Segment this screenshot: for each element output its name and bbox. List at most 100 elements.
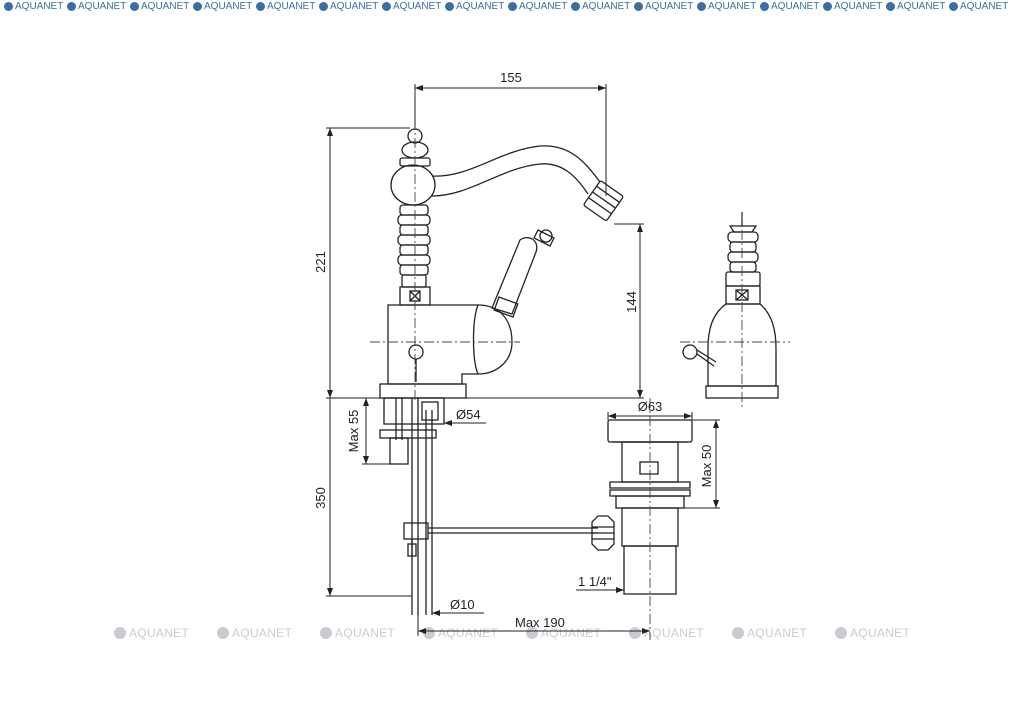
watermark-text: AQUANET — [438, 626, 499, 640]
watermark-top-item: AQUANET — [760, 1, 819, 12]
dim-max50-label: Max 50 — [699, 445, 714, 488]
watermark-text: AQUANET — [771, 1, 820, 12]
dim-d54-label: Ø54 — [456, 407, 481, 422]
watermark-bottom-item: AQUANET — [629, 626, 704, 640]
watermark-text: AQUANET — [960, 1, 1009, 12]
dim-144-label: 144 — [624, 291, 639, 313]
watermark-text: AQUANET — [141, 1, 190, 12]
front-lever-ball — [682, 344, 698, 360]
faucet-front-view — [682, 212, 779, 399]
aquanet-logo-icon — [634, 2, 643, 11]
faucet-side-view — [379, 128, 624, 399]
watermark-top-item: AQUANET — [445, 1, 504, 12]
lock-nut — [389, 437, 409, 465]
aquanet-logo-icon — [835, 627, 847, 639]
watermark-top-item: AQUANET — [256, 1, 315, 12]
center-lines — [370, 120, 790, 640]
lever-handle — [491, 237, 538, 315]
washer — [379, 429, 437, 439]
dim-221-label: 221 — [313, 251, 328, 273]
watermark-text: AQUANET — [335, 626, 396, 640]
watermark-top-item: AQUANET — [634, 1, 693, 12]
aquanet-logo-icon — [508, 2, 517, 11]
pop-up-knob — [408, 344, 424, 360]
watermark-text: AQUANET — [129, 626, 190, 640]
watermark-top-item: AQUANET — [886, 1, 945, 12]
faucet-body — [387, 304, 513, 385]
aquanet-logo-icon — [382, 2, 391, 11]
watermark-bottom-item: AQUANET — [114, 626, 189, 640]
watermark-top-item: AQUANET — [697, 1, 756, 12]
aquanet-logo-icon — [193, 2, 202, 11]
dim-350-label: 350 — [313, 487, 328, 509]
aquanet-logo-icon — [320, 627, 332, 639]
watermark-top-item: AQUANET — [382, 1, 441, 12]
aquanet-logo-icon — [67, 2, 76, 11]
watermark-text: AQUANET — [708, 1, 757, 12]
dim-d63-label: Ø63 — [638, 399, 663, 414]
watermark-top-item: AQUANET — [319, 1, 378, 12]
aquanet-logo-icon — [629, 627, 641, 639]
watermark-text: AQUANET — [232, 626, 293, 640]
watermark-top-item: AQUANET — [508, 1, 567, 12]
watermark-top-item: AQUANET — [4, 1, 63, 12]
aquanet-logo-icon — [571, 2, 580, 11]
aquanet-logo-icon — [256, 2, 265, 11]
watermark-top-item: AQUANET — [823, 1, 882, 12]
watermark-top-item: AQUANET — [130, 1, 189, 12]
watermark-bottom-item: AQUANET — [320, 626, 395, 640]
aquanet-logo-icon — [319, 2, 328, 11]
side-nut — [591, 515, 615, 551]
aerator — [583, 180, 624, 222]
watermark-text: AQUANET — [204, 1, 253, 12]
watermark-text: AQUANET — [747, 626, 808, 640]
dim-max55-label: Max 55 — [346, 410, 361, 453]
spout-lower — [431, 163, 589, 197]
watermark-text: AQUANET — [541, 626, 602, 640]
aquanet-logo-icon — [4, 2, 13, 11]
dimension-lines — [326, 84, 720, 636]
watermark-text: AQUANET — [644, 626, 705, 640]
dim-max190-label: Max 190 — [515, 615, 565, 630]
spout-upper — [431, 145, 601, 183]
watermark-text: AQUANET — [582, 1, 631, 12]
watermark-text: AQUANET — [15, 1, 64, 12]
watermark-text: AQUANET — [78, 1, 127, 12]
watermark-text: AQUANET — [456, 1, 505, 12]
aquanet-logo-icon — [949, 2, 958, 11]
watermark-top-item: AQUANET — [949, 1, 1008, 12]
watermark-bottom-item: AQUANET — [835, 626, 910, 640]
watermark-text: AQUANET — [645, 1, 694, 12]
dim-thread-label: 1 1/4" — [578, 574, 612, 589]
aquanet-logo-icon — [217, 627, 229, 639]
body-knob — [390, 164, 436, 206]
base-plate — [379, 383, 467, 399]
mounting-block — [383, 397, 445, 425]
rod-clamp — [403, 522, 429, 540]
under-deck-fittings — [379, 397, 598, 615]
watermark-text: AQUANET — [330, 1, 379, 12]
watermark-bottom-item: AQUANET — [526, 626, 601, 640]
dimension-arrows — [327, 85, 719, 634]
watermark-top-item: AQUANET — [67, 1, 126, 12]
watermark-top-item: AQUANET — [571, 1, 630, 12]
aquanet-logo-icon — [823, 2, 832, 11]
aquanet-logo-icon — [130, 2, 139, 11]
aquanet-logo-icon — [697, 2, 706, 11]
watermark-text: AQUANET — [267, 1, 316, 12]
aquanet-logo-icon — [114, 627, 126, 639]
watermark-bottom-item: AQUANET — [732, 626, 807, 640]
pop-up-waste — [591, 419, 693, 595]
dim-d10-label: Ø10 — [450, 597, 475, 612]
aquanet-logo-icon — [526, 627, 538, 639]
dim-155-label: 155 — [500, 70, 522, 85]
watermark-text: AQUANET — [393, 1, 442, 12]
watermark-text: AQUANET — [850, 626, 911, 640]
watermark-text: AQUANET — [897, 1, 946, 12]
aquanet-logo-icon — [732, 627, 744, 639]
watermark-text: AQUANET — [519, 1, 568, 12]
watermark-strip-bottom: AQUANET AQUANET AQUANET AQUANET AQUANET AQUAN… — [0, 626, 1024, 642]
watermark-bottom-item: AQUANET — [217, 626, 292, 640]
